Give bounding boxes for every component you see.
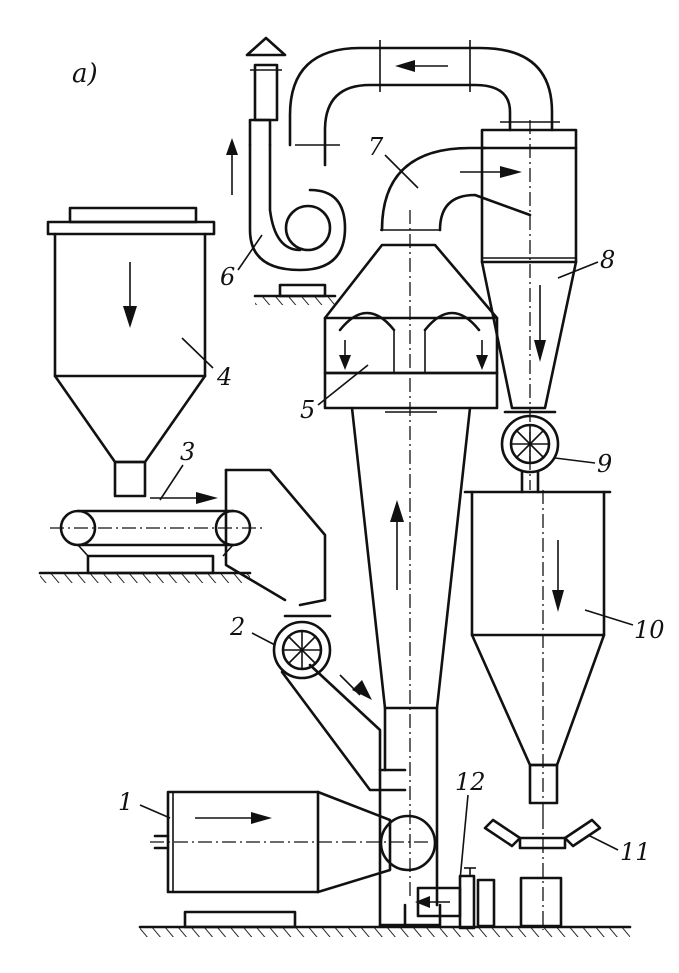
label-8: 8 [600, 246, 615, 274]
label-7: 7 [368, 133, 384, 161]
dryer-pipe [350, 210, 472, 927]
separator-5 [323, 229, 499, 410]
leader-lines [139, 154, 634, 881]
cyclone-8 [480, 120, 578, 490]
label-1: 1 [118, 788, 133, 816]
exhaust-duct [288, 40, 560, 167]
label-9: 9 [597, 450, 612, 478]
label-2: 2 [229, 613, 245, 641]
rotary-feeder-2 [272, 614, 332, 680]
exhaust-fan-6 [226, 36, 347, 272]
belt-conveyor-3 [50, 492, 262, 575]
label-10: 10 [634, 616, 665, 644]
rotary-valve-9 [500, 410, 560, 494]
product-bin-10 [463, 490, 612, 815]
label-12: 12 [455, 768, 486, 796]
labels: а) 1 2 3 4 5 6 7 8 9 10 11 12 [72, 59, 665, 866]
label-4: 4 [216, 363, 232, 391]
feed-chute [224, 468, 407, 792]
panel-label: а) [72, 59, 98, 89]
label-3: 3 [180, 438, 195, 466]
label-5: 5 [300, 396, 315, 424]
feed-hopper-4 [46, 206, 216, 498]
label-6: 6 [220, 263, 235, 291]
motor-12 [415, 867, 496, 930]
label-11: 11 [620, 838, 651, 866]
air-heater-1 [150, 790, 430, 929]
transfer-pipe-7 [380, 146, 532, 232]
distributor-11 [483, 815, 602, 930]
